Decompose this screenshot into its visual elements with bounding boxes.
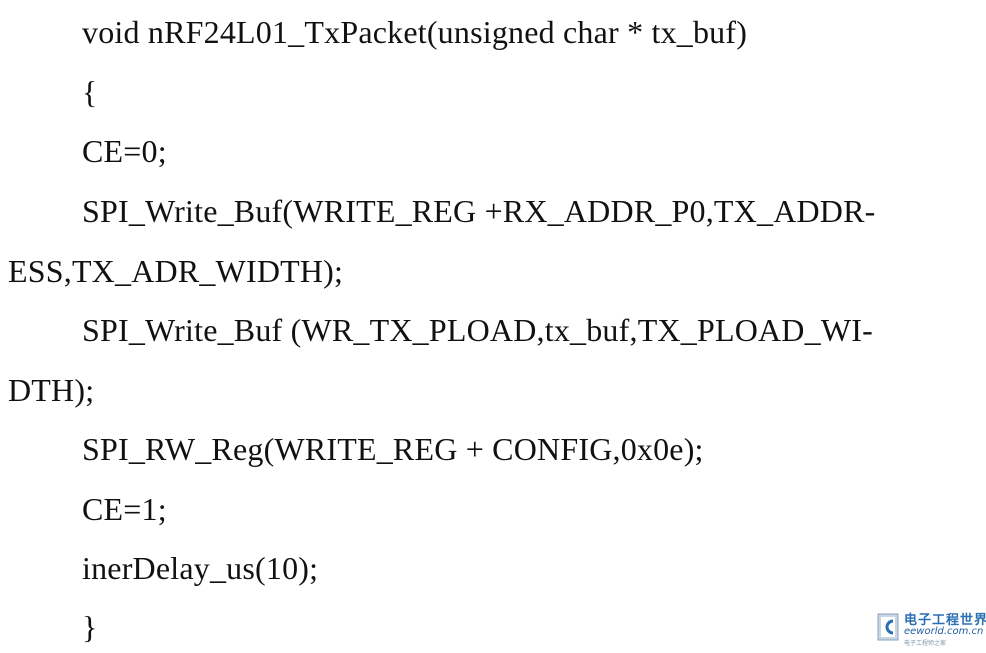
watermark-chinese-name: 电子工程世界 [904, 613, 986, 628]
code-line-write-address-part1: SPI_Write_Buf(WRITE_REG +RX_ADDR_P0,TX_A… [82, 193, 876, 229]
code-line-write-payload-part1: SPI_Write_Buf (WR_TX_PLOAD,tx_buf,TX_PLO… [82, 312, 873, 348]
eeworld-logo-icon [877, 613, 899, 641]
watermark-domain: eeworld.com.cn [904, 626, 984, 637]
code-line-config-register: SPI_RW_Reg(WRITE_REG + CONFIG,0x0e); [82, 431, 704, 467]
code-line-close-brace: } [82, 609, 98, 645]
code-line-ce-high: CE=1; [82, 491, 167, 527]
watermark-tagline: 电子工程师之家 [904, 640, 947, 647]
eeworld-watermark: 电子工程世界 eeworld.com.cn 电子工程师之家 [876, 607, 986, 647]
code-line-delay: inerDelay_us(10); [82, 550, 319, 586]
code-line-ce-low: CE=0; [82, 133, 167, 169]
code-line-function-signature: void nRF24L01_TxPacket(unsigned char * t… [82, 14, 748, 50]
code-line-open-brace: { [82, 74, 98, 110]
code-line-write-payload-part2: DTH); [8, 372, 95, 408]
code-line-write-address-part2: ESS,TX_ADR_WIDTH); [8, 253, 344, 289]
